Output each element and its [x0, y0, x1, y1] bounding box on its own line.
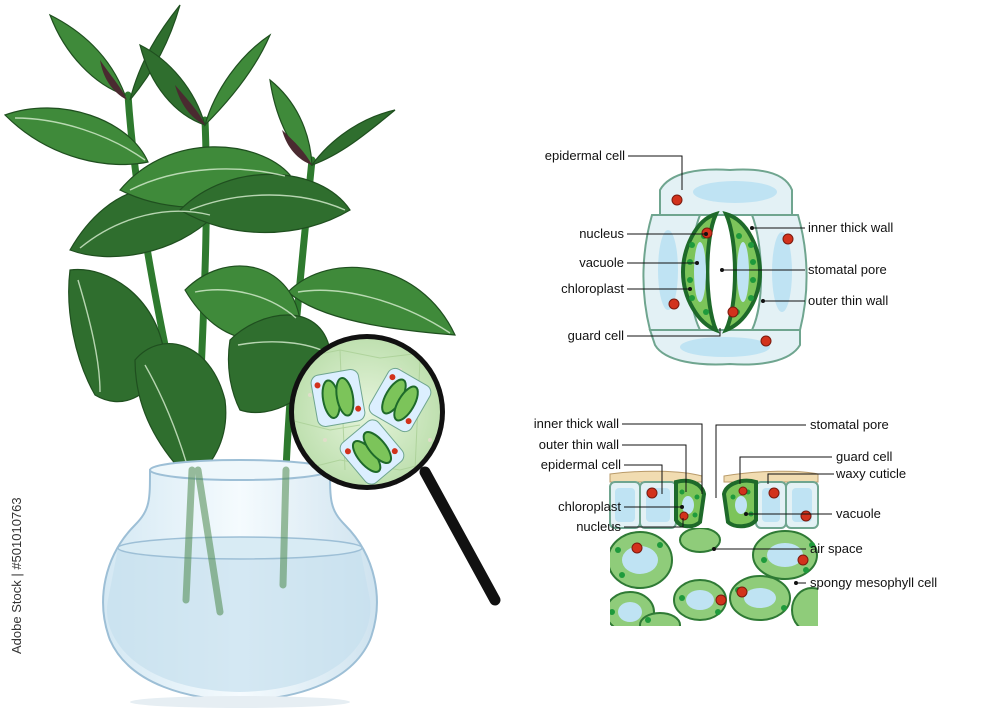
label-waxy-cuticle: waxy cuticle: [835, 466, 906, 481]
lens-stoma: [368, 367, 432, 433]
glass-vase: [102, 459, 378, 708]
vacuole: [693, 181, 777, 203]
label-stomatal-pore: stomatal pore: [808, 262, 887, 277]
label-vacuole: vacuole: [579, 255, 624, 270]
nucleus: [782, 233, 794, 245]
label-nucleus: nucleus: [579, 226, 624, 241]
label-chloroplast: chloroplast: [558, 499, 621, 514]
plant: [3, 4, 456, 481]
nucleus: [800, 510, 812, 522]
top-diagram-leaders: [627, 155, 805, 337]
nucleus: [760, 335, 772, 347]
plant-purple-tips: [100, 60, 312, 165]
spongy-mesophyll: [610, 528, 818, 626]
nucleus: [646, 487, 658, 499]
label-outer-thin-wall: outer thin wall: [539, 437, 619, 452]
guard-cell-vacuole: [694, 242, 706, 302]
lens-stomata-view: [294, 349, 440, 485]
guard-cell-vacuole: [737, 242, 749, 302]
vacuole: [772, 232, 792, 312]
label-epidermal-cell: epidermal cell: [541, 457, 621, 472]
guard-cell-nucleus: [727, 306, 739, 318]
stock-id-text: Adobe Stock | #501010763: [9, 497, 24, 654]
plant-leaves: [3, 4, 456, 481]
nucleus: [768, 487, 780, 499]
label-guard-cell: guard cell: [836, 449, 892, 464]
bottom-diagram-leaders: [622, 423, 834, 585]
label-inner-thick-wall: inner thick wall: [808, 220, 893, 235]
label-chloroplast: chloroplast: [561, 281, 624, 296]
label-stomatal-pore: stomatal pore: [810, 417, 889, 432]
label-outer-thin-wall: outer thin wall: [808, 293, 888, 308]
label-spongy-mesophyll-cell: spongy mesophyll cell: [810, 575, 937, 590]
vacuole: [658, 230, 678, 310]
stomatal-pore: [721, 228, 729, 318]
nucleus: [671, 194, 683, 206]
label-epidermal-cell: epidermal cell: [545, 148, 625, 163]
nucleus: [668, 298, 680, 310]
stomatal-pore: [713, 228, 721, 318]
label-inner-thick-wall: inner thick wall: [534, 416, 619, 431]
label-nucleus: nucleus: [576, 519, 621, 534]
label-guard-cell: guard cell: [568, 328, 624, 343]
label-air-space: air space: [810, 541, 863, 556]
stoma-cross-section: inner thick wall outer thin wall epiderm…: [534, 416, 937, 626]
lens-stoma: [339, 419, 405, 485]
label-vacuole: vacuole: [836, 506, 881, 521]
magnifying-glass: [289, 334, 501, 606]
stock-id-watermark: Adobe Stock | #501010763: [9, 497, 24, 654]
stoma-surface-view: epidermal cell nucleus vacuole chloropla…: [545, 148, 893, 366]
vacuole: [680, 337, 770, 357]
lens-stoma: [310, 368, 366, 428]
